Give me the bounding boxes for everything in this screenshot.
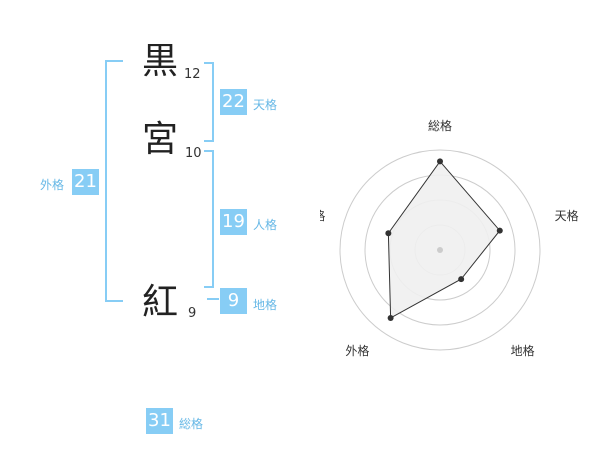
radar-series-polygon (387, 160, 501, 319)
tenkaku-bracket (204, 62, 214, 142)
radar-point-5 (385, 230, 392, 237)
soukaku-label: 総格 (179, 417, 204, 431)
radar-center-dot (437, 247, 443, 253)
radar-axis-label: 総格 (428, 118, 452, 133)
chikaku-label: 地格 (253, 298, 278, 312)
name-char-1: 黒 (142, 41, 179, 82)
radar-grid-ring (339, 149, 541, 351)
name-char-2: 宮 (142, 119, 179, 160)
stroke-count-1: 12 (184, 67, 201, 82)
radar-point-3 (458, 276, 465, 283)
name-char-3: 紅 (142, 282, 179, 323)
radar-point-1 (437, 158, 443, 165)
chikaku-value: 9 (220, 288, 247, 314)
gaikaku-label: 外格 (40, 178, 65, 192)
gaikaku-value: 21 (72, 169, 99, 195)
jinkaku-label: 人格 (253, 218, 278, 232)
radar-axis-label: 人格 (320, 208, 325, 223)
stroke-count-2: 10 (185, 146, 202, 161)
radar-axis-label: 天格 (555, 208, 579, 223)
soukaku-value: 31 (146, 408, 173, 434)
tenkaku-value: 22 (220, 89, 247, 115)
chikaku-connector (207, 298, 219, 300)
radar-point-4 (387, 314, 394, 321)
radar-point-2 (496, 227, 503, 234)
stroke-count-3: 9 (188, 306, 197, 321)
gaikaku-bracket (105, 60, 123, 302)
radar-axis-label: 地格 (511, 343, 535, 358)
tenkaku-label: 天格 (253, 98, 278, 112)
jinkaku-value: 19 (220, 209, 247, 235)
radar-axis-label: 外格 (345, 343, 369, 358)
jinkaku-bracket (204, 150, 214, 288)
